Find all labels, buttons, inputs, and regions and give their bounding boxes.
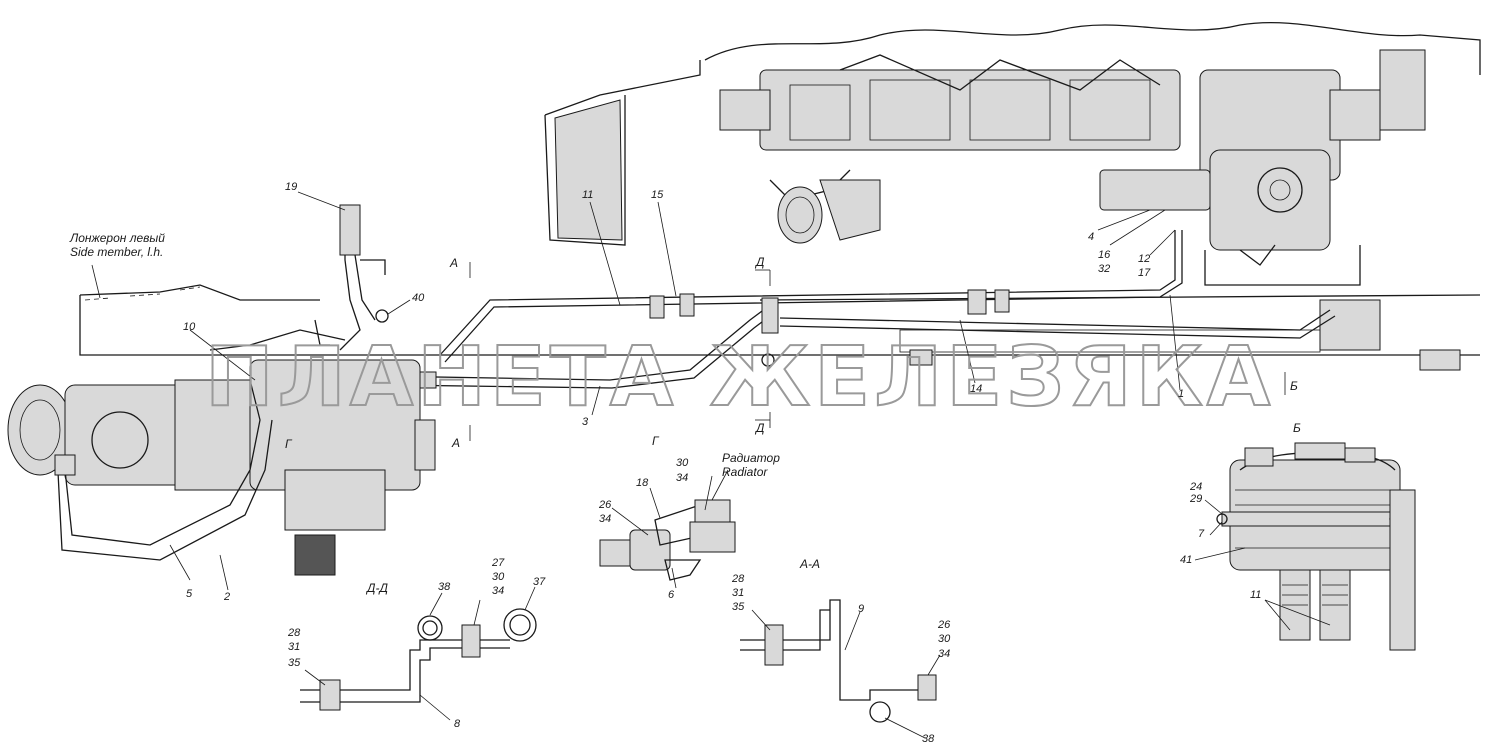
section-label-d-top: Д: [754, 255, 765, 269]
view-b: [1216, 442, 1416, 651]
callout-31-aa: 31: [732, 587, 744, 599]
section-markers: [469, 262, 1286, 441]
callout-8: 8: [454, 718, 461, 730]
callout-34-dd: 34: [492, 585, 504, 597]
callout-7: 7: [1198, 528, 1205, 540]
pipe-3: [319, 304, 776, 389]
callout-26-aa: 26: [937, 619, 951, 631]
callout-34-view-g-top: 34: [676, 472, 688, 484]
cab-panel: [544, 60, 701, 246]
hoses-5-2: [54, 379, 273, 561]
section-label-g-view: Г: [652, 434, 660, 448]
section-label-a-top: А: [449, 256, 458, 270]
callout-40: 40: [412, 292, 425, 304]
note-side-member-ru: Лонжерон левый: [69, 231, 165, 245]
note-side-member-en: Side member, l.h.: [70, 245, 163, 259]
callout-34-view-g-side: 34: [599, 513, 611, 525]
callout-38-aa: 38: [922, 733, 935, 745]
callout-17: 17: [1138, 267, 1151, 279]
callout-5: 5: [186, 588, 193, 600]
callout-19: 19: [285, 181, 297, 193]
watermark-text: ПЛАНЕТА ЖЕЛЕЗЯКА: [205, 330, 1274, 425]
section-label-dd: Д-Д: [365, 581, 388, 595]
leader-lines: [91, 191, 1331, 739]
section-label-b-view: Б: [1293, 421, 1301, 435]
callout-41: 41: [1180, 554, 1192, 566]
engine-block: [704, 22, 1481, 286]
pipe-11: [439, 230, 1183, 363]
callout-15: 15: [651, 189, 664, 201]
callout-38-dd: 38: [438, 581, 451, 593]
callout-2: 2: [223, 591, 230, 603]
callout-3: 3: [582, 416, 589, 428]
callout-11-view-b: 11: [1250, 589, 1261, 601]
pipe-clamps: [419, 289, 1010, 389]
callout-18: 18: [636, 477, 649, 489]
note-radiator-en: Radiator: [722, 465, 768, 479]
callout-10: 10: [183, 321, 196, 333]
callout-9: 9: [858, 603, 864, 615]
heater-unit: [7, 329, 436, 576]
section-label-g-main: Г: [285, 437, 293, 451]
callout-29: 29: [1189, 493, 1202, 505]
section-label-aa: А-А: [799, 557, 820, 571]
callout-27: 27: [491, 557, 505, 569]
section-aa: [740, 599, 937, 723]
section-dd: [300, 608, 537, 711]
section-label-d-bottom: Д: [754, 421, 765, 435]
callout-1: 1: [1178, 388, 1184, 400]
callout-34-aa: 34: [938, 648, 950, 660]
section-label-a-bottom: А: [451, 436, 460, 450]
callout-30-view-g: 30: [676, 457, 689, 469]
callout-32: 32: [1098, 263, 1110, 275]
section-label-b-main: Б: [1290, 379, 1298, 393]
callout-11: 11: [582, 189, 593, 201]
callout-12: 12: [1138, 253, 1150, 265]
callout-30-dd: 30: [492, 571, 505, 583]
callout-26-view-g: 26: [598, 499, 612, 511]
callout-35-aa: 35: [732, 601, 745, 613]
callout-numbers: 19 10 40 11 15 4 16 32 12 17 14 1 3 5 2 …: [183, 181, 1261, 745]
callout-35-dd: 35: [288, 657, 301, 669]
callout-4: 4: [1088, 231, 1094, 243]
tank-bracket: [314, 204, 389, 351]
callout-31-dd: 31: [288, 641, 300, 653]
callout-37: 37: [533, 576, 546, 588]
view-g: [599, 499, 736, 581]
callout-14: 14: [970, 383, 982, 395]
callout-16: 16: [1098, 249, 1111, 261]
callout-28-dd: 28: [287, 627, 301, 639]
frame-side-member: [79, 284, 1481, 371]
callout-30-aa: 30: [938, 633, 951, 645]
pipe-14: [779, 309, 1336, 339]
note-radiator-ru: Радиатор: [722, 451, 780, 465]
callout-24: 24: [1189, 481, 1202, 493]
callout-28-aa: 28: [731, 573, 745, 585]
callout-6: 6: [668, 589, 675, 601]
